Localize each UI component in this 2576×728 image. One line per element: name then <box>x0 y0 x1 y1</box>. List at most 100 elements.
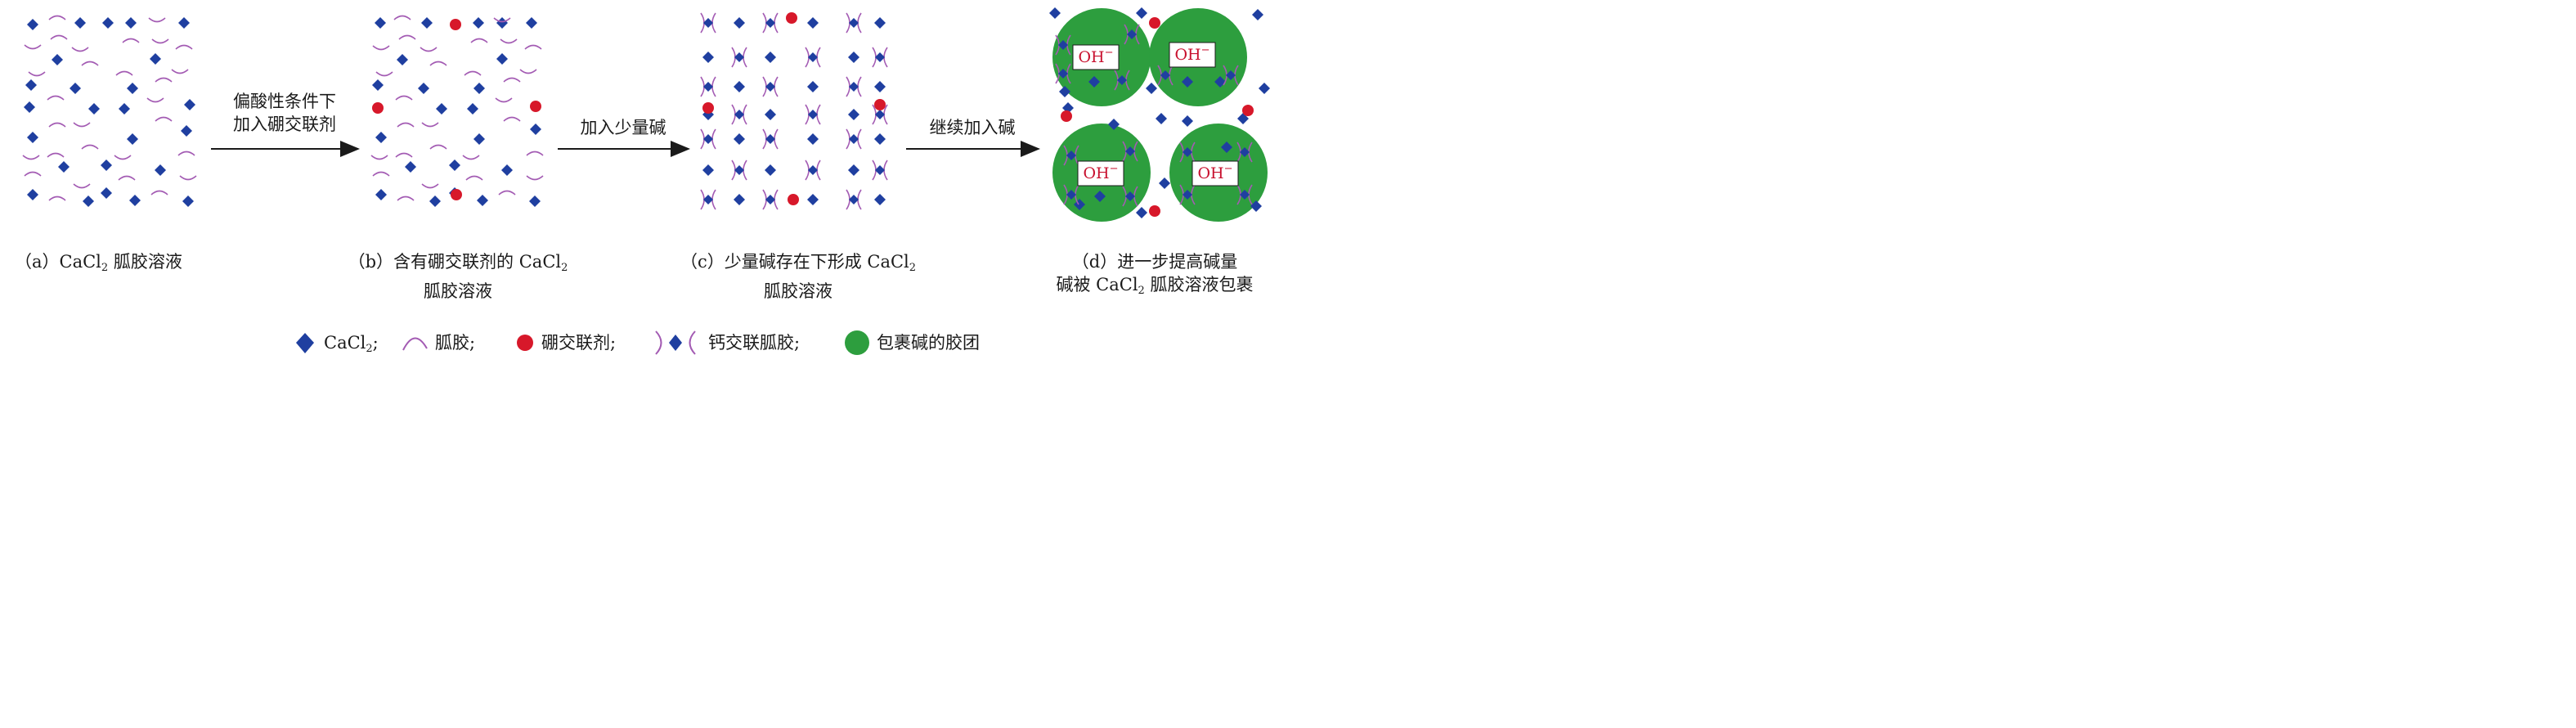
legend-micelle-icon <box>845 330 869 355</box>
cacl2-diamond <box>24 101 35 113</box>
guar-strand <box>397 195 415 201</box>
cacl2-diamond <box>526 17 537 29</box>
cacl2-diamond <box>703 82 713 92</box>
legend-crosslinker-label: 硼交联剂; <box>541 333 617 353</box>
guar-strand <box>503 77 521 83</box>
guar-strand <box>420 47 438 52</box>
cacl2-diamond <box>1058 69 1068 79</box>
cacl2-diamond <box>496 17 508 29</box>
guar-strand <box>519 69 537 74</box>
arrow-2-label: 加入少量碱 <box>558 116 689 139</box>
guar-strand <box>177 151 195 156</box>
cacl2-diamond <box>88 103 100 115</box>
cacl2-diamond <box>83 195 94 207</box>
cacl2-diamond <box>807 194 819 205</box>
cacl2-diamond <box>102 17 114 29</box>
cacl2-diamond <box>1183 147 1192 157</box>
cacl2-diamond <box>155 164 166 176</box>
cacl2-diamond <box>429 195 441 207</box>
oh-label: OH− <box>1169 42 1216 68</box>
legend-icons <box>296 330 869 355</box>
guar-strand <box>171 69 189 74</box>
svg-text:OH−: OH− <box>1083 163 1118 182</box>
guar-strand <box>526 151 544 156</box>
cacl2-diamond <box>1108 119 1120 130</box>
cacl2-diamond <box>1159 178 1170 189</box>
cacl2-diamond <box>765 134 775 144</box>
legend-ca-guar-label: 钙交联胍胶; <box>708 333 801 353</box>
guar-strand <box>464 70 482 76</box>
cacl2-diamond <box>875 52 885 62</box>
cacl2-diamond <box>1182 76 1193 88</box>
cacl2-diamond <box>1117 75 1127 85</box>
boron-crosslinker <box>450 19 461 30</box>
boron-crosslinker <box>372 102 384 114</box>
cacl2-diamond <box>734 52 744 62</box>
cacl2-diamond <box>848 164 859 176</box>
cacl2-diamond <box>848 109 859 120</box>
cacl2-diamond <box>375 132 387 143</box>
cacl2-diamond <box>1058 40 1068 50</box>
guar-strand <box>398 34 416 40</box>
cacl2-diamond <box>25 79 37 91</box>
cacl2-diamond <box>1066 151 1076 160</box>
boron-crosslinker <box>530 101 541 112</box>
cacl2-diamond <box>734 110 744 119</box>
guar-strand <box>122 38 140 43</box>
guar-strand <box>395 152 413 158</box>
cacl2-diamond <box>421 17 433 29</box>
caption-b: （b）含有硼交联剂的 CaCl2 胍胶溶液 <box>348 252 568 301</box>
arrow-3-label: 继续加入碱 <box>906 116 1039 139</box>
guar-strand <box>81 144 99 150</box>
cacl2-diamond <box>1136 207 1147 218</box>
cacl2-diamond <box>1094 191 1106 202</box>
guar-strand <box>148 17 166 23</box>
guar-strand <box>370 155 388 160</box>
guar-strand <box>155 77 173 83</box>
cacl2-diamond <box>703 195 713 204</box>
cacl2-diamond <box>807 17 819 29</box>
cacl2-diamond <box>125 17 137 29</box>
guar-strand <box>47 95 65 101</box>
cacl2-diamond <box>703 18 713 28</box>
cacl2-diamond <box>436 103 447 115</box>
oh-label: OH− <box>1072 44 1120 70</box>
guar-strand <box>48 122 66 128</box>
cacl2-diamond <box>703 134 713 144</box>
legend-diamond-icon <box>296 333 314 353</box>
guar-strand <box>114 155 132 160</box>
cacl2-diamond <box>70 83 81 94</box>
panel-b-with-boron-crosslinker <box>370 15 544 207</box>
cacl2-diamond <box>1221 142 1232 153</box>
cacl2-diamond <box>129 195 141 206</box>
cacl2-diamond <box>1240 190 1250 200</box>
cacl2-diamond <box>808 165 818 175</box>
boron-crosslinker <box>1061 110 1072 122</box>
guar-strand <box>375 71 393 77</box>
arrow-1-label-line1: 偏酸性条件下 <box>233 92 336 111</box>
guar-strand <box>48 195 66 201</box>
guar-strand <box>175 44 193 50</box>
guar-strand <box>503 116 521 122</box>
boron-crosslinker <box>1242 105 1254 116</box>
guar-strand <box>526 175 544 181</box>
cacl2-diamond <box>375 189 387 200</box>
cacl2-diamond <box>473 83 485 94</box>
guar-strand <box>24 171 42 177</box>
cacl2-diamond <box>496 53 508 65</box>
oh-label: OH− <box>1077 160 1124 186</box>
guar-strand <box>73 183 91 189</box>
boron-crosslinker <box>1149 205 1160 217</box>
cacl2-diamond <box>702 164 714 176</box>
cacl2-diamond <box>58 161 70 173</box>
cacl2-diamond <box>501 164 513 176</box>
legend-guar-label: 胍胶; <box>435 333 476 353</box>
cacl2-diamond <box>52 54 63 65</box>
guar-strand <box>48 15 66 20</box>
svg-text:OH−: OH− <box>1197 163 1232 182</box>
cacl2-diamond <box>808 52 818 62</box>
cacl2-diamond <box>1226 70 1236 80</box>
guar-strand <box>524 44 542 50</box>
guar-strand <box>470 38 488 43</box>
cacl2-diamond <box>875 165 885 175</box>
